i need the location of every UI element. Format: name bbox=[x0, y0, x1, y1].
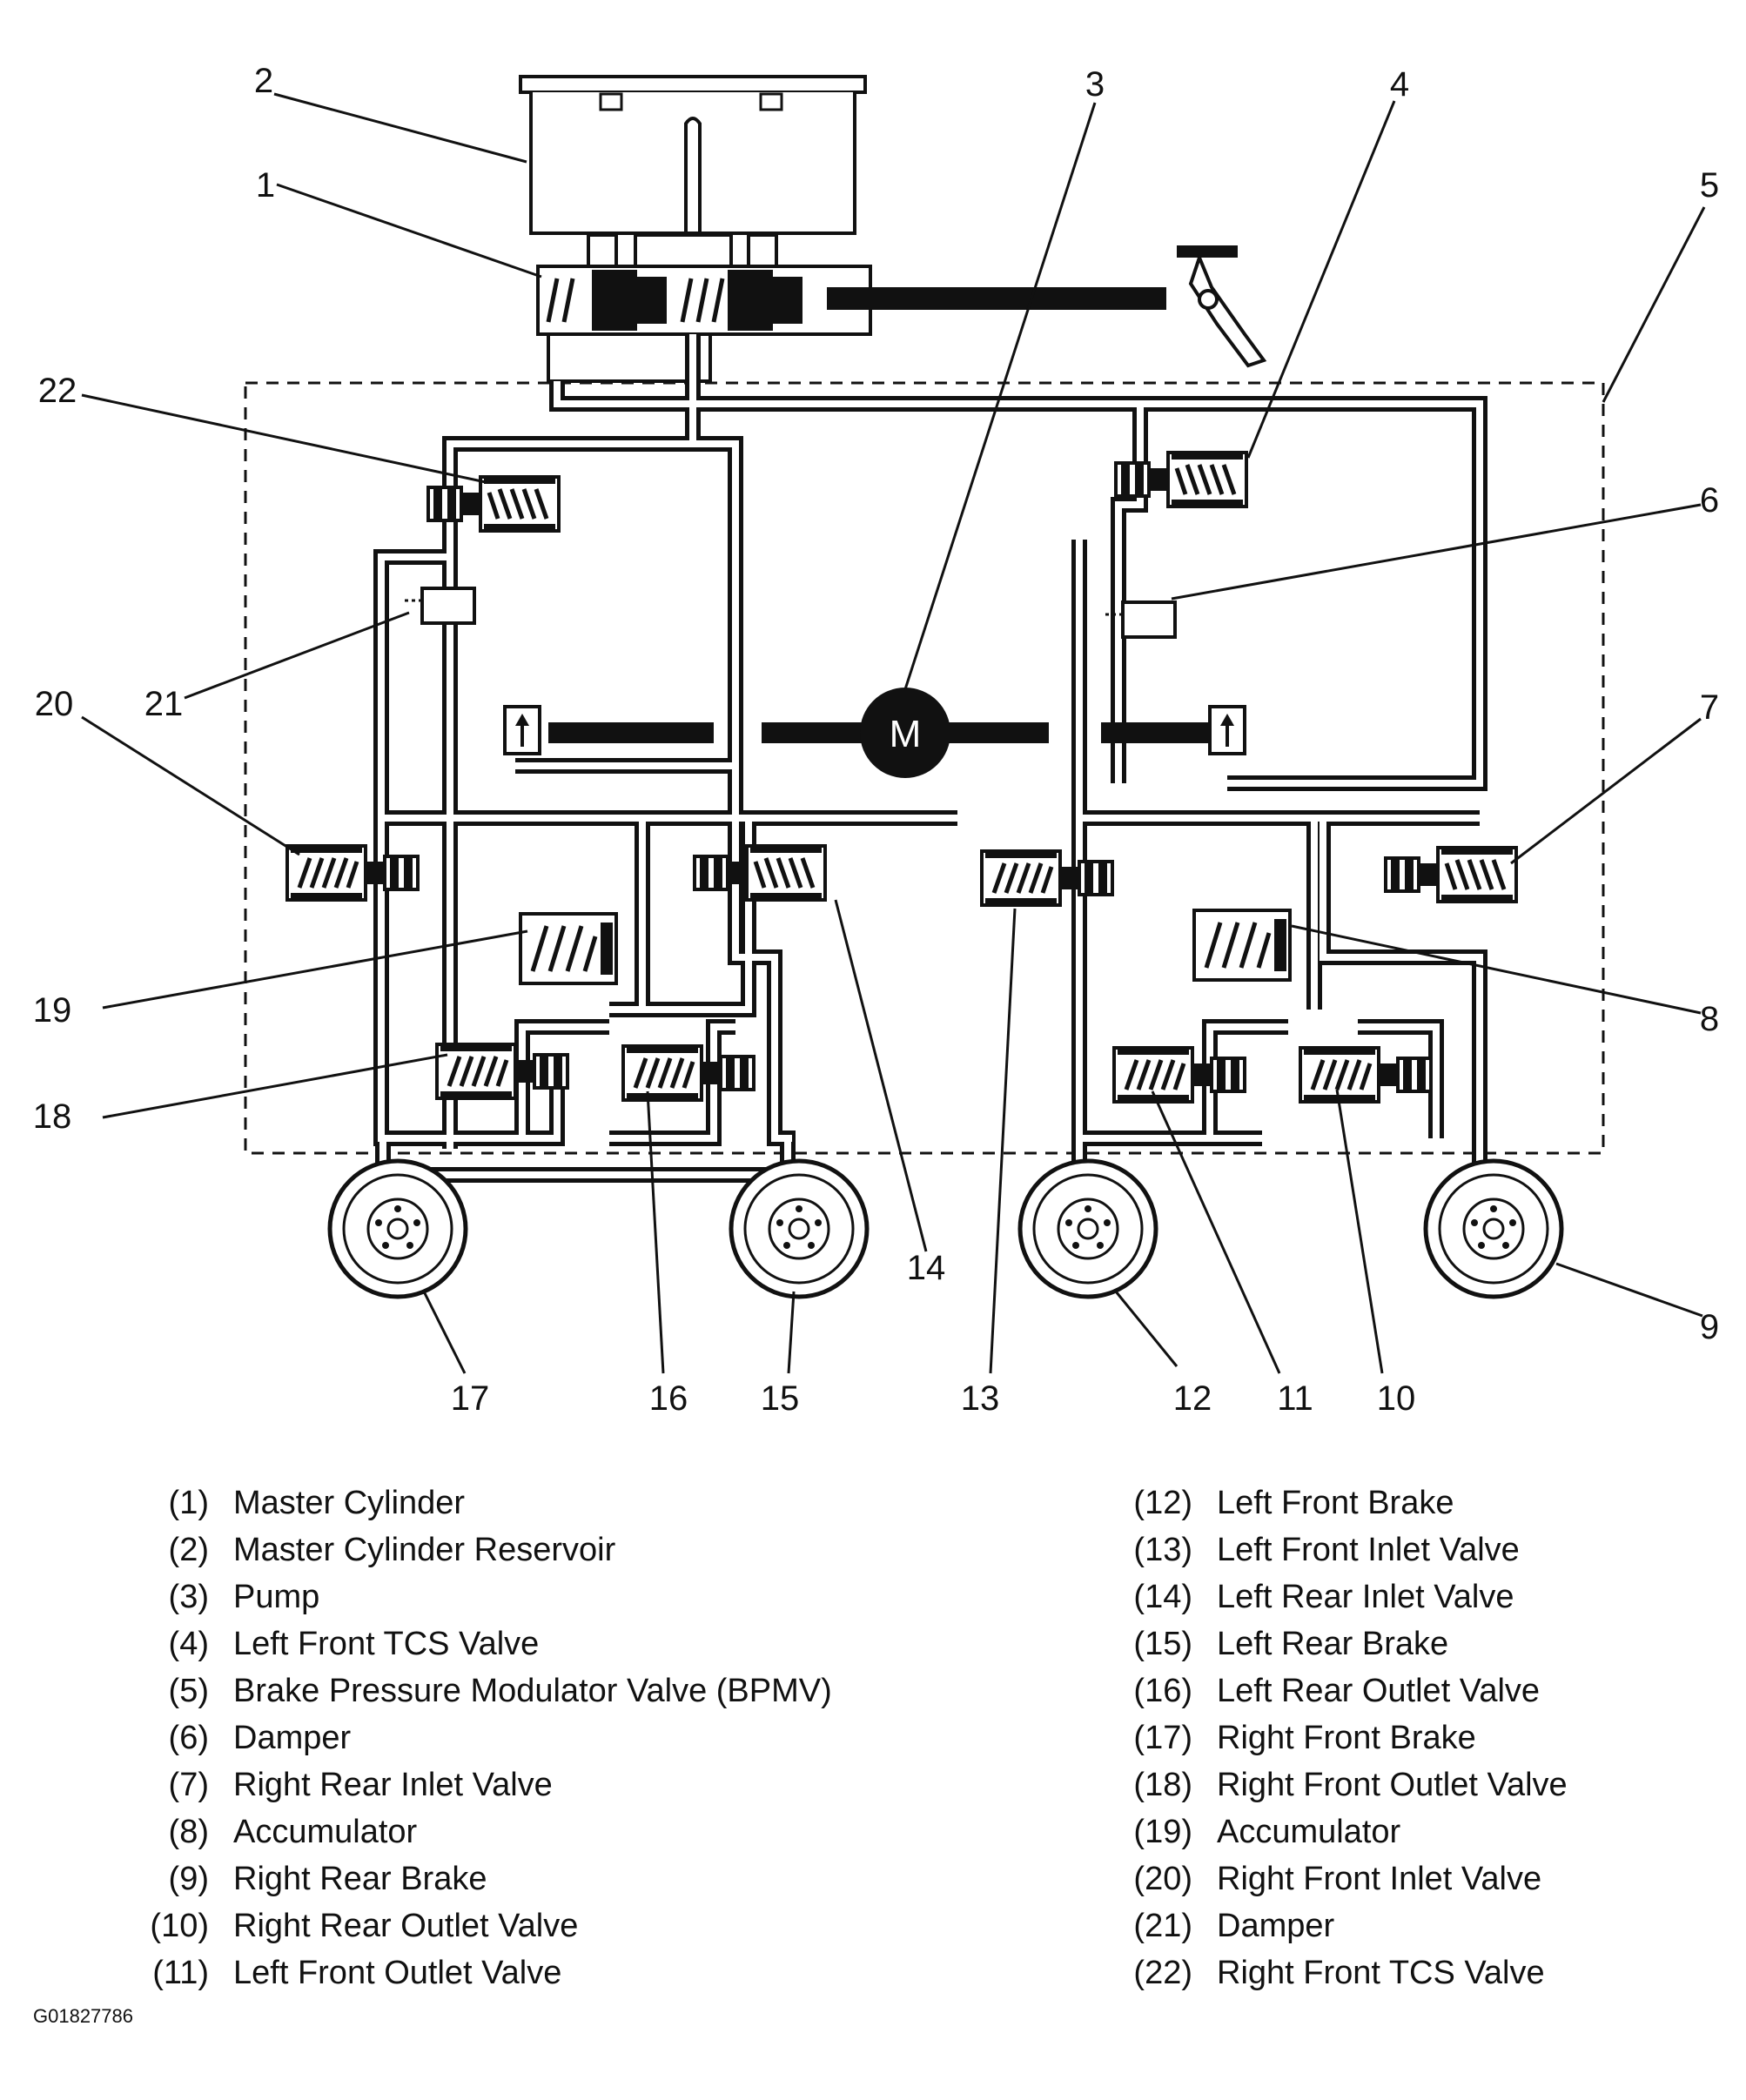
left-front-inlet-valve bbox=[982, 851, 1112, 905]
motor-label: M bbox=[890, 713, 922, 755]
legend-item: (2)Master Cylinder Reservoir bbox=[168, 1532, 616, 1568]
legend-item: (5)Brake Pressure Modulator Valve (BPMV) bbox=[168, 1673, 832, 1709]
callout-8: 8 bbox=[1700, 1000, 1719, 1038]
callout-9: 9 bbox=[1700, 1308, 1719, 1346]
left-rear-brake bbox=[731, 1161, 867, 1297]
callout-17: 17 bbox=[451, 1379, 490, 1418]
left-pump-element bbox=[503, 705, 541, 755]
legend-item: (3)Pump bbox=[168, 1579, 320, 1615]
pump-motor bbox=[548, 688, 1214, 778]
callout-16: 16 bbox=[649, 1379, 688, 1418]
legend-right-column: (12)Left Front Brake (13)Left Front Inle… bbox=[1105, 1479, 1568, 1996]
legend-item: (17)Right Front Brake bbox=[1133, 1720, 1476, 1756]
callout-14: 14 bbox=[907, 1249, 946, 1287]
callout-6: 6 bbox=[1700, 481, 1719, 520]
legend-item: (10)Right Rear Outlet Valve bbox=[150, 1908, 579, 1944]
accumulator-19 bbox=[520, 914, 616, 983]
callout-12: 12 bbox=[1173, 1379, 1212, 1418]
callout-5: 5 bbox=[1700, 166, 1719, 205]
callout-18: 18 bbox=[33, 1097, 72, 1136]
master-cylinder bbox=[536, 265, 1166, 383]
legend-item: (6)Damper bbox=[168, 1720, 352, 1756]
right-pump-element bbox=[1208, 705, 1246, 755]
callout-10: 10 bbox=[1377, 1379, 1416, 1418]
legend-left-column: (1)Master Cylinder (2)Master Cylinder Re… bbox=[122, 1479, 832, 1996]
legend-item: (7)Right Rear Inlet Valve bbox=[168, 1767, 553, 1803]
left-front-outlet-valve bbox=[1114, 1048, 1245, 1102]
left-front-brake bbox=[1020, 1161, 1156, 1297]
callout-7: 7 bbox=[1700, 688, 1719, 727]
callout-19: 19 bbox=[33, 991, 72, 1030]
right-front-brake bbox=[330, 1161, 466, 1297]
callout-2: 2 bbox=[254, 62, 273, 100]
callout-15: 15 bbox=[761, 1379, 800, 1418]
bpmv-boundary bbox=[244, 381, 1605, 1155]
callout-labels: 1 2 3 4 5 6 7 8 9 10 11 12 13 14 15 16 1… bbox=[33, 62, 1719, 1418]
legend-item: (9)Right Rear Brake bbox=[168, 1861, 487, 1897]
legend-item: (11)Left Front Outlet Valve bbox=[152, 1955, 562, 1991]
callout-21: 21 bbox=[144, 685, 184, 723]
legend-item: (20)Right Front Inlet Valve bbox=[1133, 1861, 1542, 1897]
legend-item: (1)Master Cylinder bbox=[168, 1485, 466, 1521]
accumulator-8 bbox=[1194, 910, 1290, 980]
callout-20: 20 bbox=[35, 685, 74, 723]
legend-item: (21)Damper bbox=[1133, 1908, 1335, 1944]
callout-1: 1 bbox=[256, 166, 275, 205]
brake-pedal bbox=[1177, 245, 1267, 368]
damper-21 bbox=[403, 587, 476, 625]
left-rear-inlet-valve bbox=[695, 846, 825, 900]
legend-item: (4)Left Front TCS Valve bbox=[168, 1626, 540, 1662]
right-rear-brake bbox=[1426, 1161, 1561, 1297]
legend-item: (8)Accumulator bbox=[168, 1814, 418, 1850]
callout-4: 4 bbox=[1390, 65, 1409, 104]
leader-lines bbox=[81, 92, 1706, 1374]
legend-item: (14)Left Rear Inlet Valve bbox=[1133, 1579, 1514, 1615]
right-rear-outlet-valve bbox=[1300, 1048, 1431, 1102]
callout-22: 22 bbox=[38, 372, 77, 410]
right-front-outlet-valve bbox=[437, 1044, 567, 1098]
left-rear-outlet-valve bbox=[623, 1046, 754, 1100]
right-front-inlet-valve bbox=[287, 846, 418, 900]
callout-13: 13 bbox=[961, 1379, 1000, 1418]
legend-item: (18)Right Front Outlet Valve bbox=[1133, 1767, 1568, 1803]
legend-item: (15)Left Rear Brake bbox=[1133, 1626, 1449, 1662]
legend-item: (19)Accumulator bbox=[1133, 1814, 1401, 1850]
legend-item: (16)Left Rear Outlet Valve bbox=[1133, 1673, 1541, 1709]
legend-item: (12)Left Front Brake bbox=[1133, 1485, 1454, 1521]
figure-id: G01827786 bbox=[33, 2005, 133, 2027]
brake-system-diagram: M bbox=[33, 62, 1719, 1418]
callout-3: 3 bbox=[1085, 65, 1105, 104]
right-rear-inlet-valve bbox=[1386, 848, 1516, 902]
master-cylinder-reservoir bbox=[519, 75, 867, 268]
callout-11: 11 bbox=[1277, 1379, 1313, 1418]
legend-item: (13)Left Front Inlet Valve bbox=[1133, 1532, 1520, 1568]
legend-item: (22)Right Front TCS Valve bbox=[1133, 1955, 1545, 1991]
